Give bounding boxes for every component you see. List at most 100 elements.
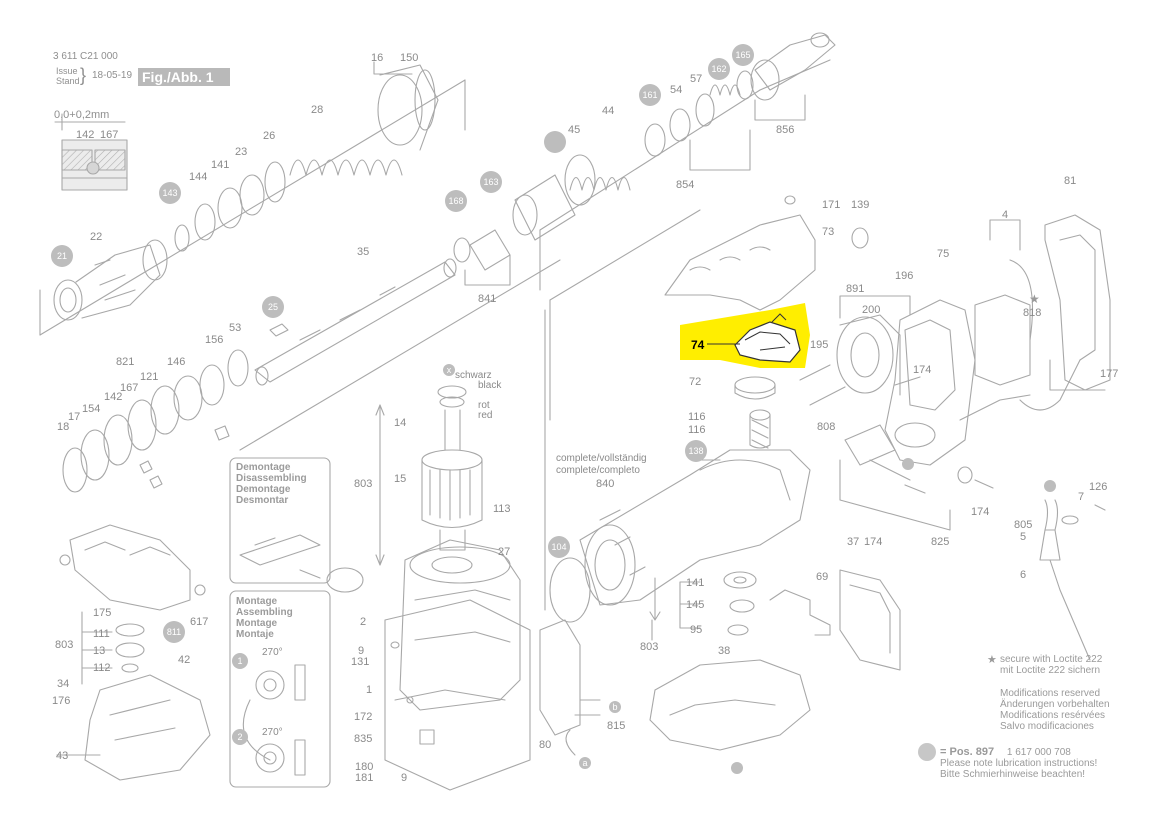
part-label-34: 34 [57, 678, 69, 690]
part-label-35: 35 [357, 246, 369, 258]
bearing-detail-drawing [54, 113, 128, 191]
part-label-81: 81 [1064, 175, 1076, 187]
part-label-113: 113 [493, 503, 511, 515]
dimension-note: 0,0+0,2mm [54, 109, 110, 121]
part-circle-811: 811 [167, 627, 181, 637]
part-label-174c: 174 [864, 536, 882, 548]
part-label-174b: 174 [971, 506, 989, 518]
lubrication-pos-label: = Pos. 897 [940, 746, 995, 758]
part-label-176: 176 [52, 695, 70, 707]
part-label-172: 172 [354, 711, 372, 723]
part-circle-104: 104 [551, 542, 566, 552]
part-label-44: 44 [602, 105, 614, 117]
brace-symbol: } [80, 65, 87, 85]
part-label-1: 1 [366, 684, 372, 696]
part-label-181: 181 [355, 772, 373, 784]
part-label-177: 177 [1100, 368, 1118, 380]
part-label-196: 196 [895, 270, 913, 282]
part-label-80: 80 [539, 739, 551, 751]
complete-note-line2: complete/completo [556, 465, 640, 476]
lubrication-note: = Pos. 897 1 617 000 708 Please note lub… [940, 746, 1098, 781]
part-label-150: 150 [400, 52, 418, 64]
part-label-891: 891 [846, 283, 864, 295]
loctite-note-star-icon: ★ [987, 653, 997, 666]
part-label-14: 14 [394, 417, 406, 429]
part-circle-21: 21 [57, 251, 67, 261]
stand-label: Stand [56, 76, 80, 86]
modifications-note: Modifications reserved Änderungen vorbeh… [1000, 688, 1110, 732]
part-label-126: 126 [1089, 481, 1107, 493]
part-label-803b: 803 [640, 641, 658, 653]
complete-note-line1: complete/vollständig [556, 453, 647, 464]
tool-holder-chuck-drawing [53, 239, 168, 321]
motor-housing-drawing [836, 295, 1031, 466]
part-label-175: 175 [93, 607, 111, 619]
part-label-9b: 9 [401, 772, 407, 784]
part-label-145: 145 [686, 599, 704, 611]
handle-drawing [1044, 214, 1111, 391]
part-label-803c: 803 [55, 639, 73, 651]
part-circle-138: 138 [688, 446, 703, 456]
wire-marker-b: b [612, 702, 617, 712]
part-label-167: 167 [100, 129, 118, 141]
part-label-139: 139 [851, 199, 869, 211]
wire-label-schwarz: schwarz [455, 370, 492, 381]
part-label-180: 180 [355, 761, 373, 773]
part-label-840: 840 [596, 478, 614, 490]
montage-step-1: 1 [237, 656, 242, 666]
part-label-121: 121 [140, 371, 158, 383]
part-label-174a: 174 [913, 364, 931, 376]
part-label-17: 17 [68, 411, 80, 423]
issue-date: 18-05-19 [92, 70, 133, 81]
montage-angle-2: 270° [262, 727, 283, 738]
part-circle-161: 161 [642, 90, 657, 100]
part-label-808: 808 [817, 421, 835, 433]
gear-housing-drawing [579, 449, 811, 606]
part-label-5: 5 [1020, 531, 1026, 543]
wire-marker-a: a [582, 758, 587, 768]
part-label-141: 141 [211, 159, 229, 171]
loctite-star-icon: ★ [1029, 292, 1040, 306]
part-label-23: 23 [235, 146, 247, 158]
part-label-69: 69 [816, 571, 828, 583]
part-circle-168: 168 [448, 196, 463, 206]
switch-drawing [974, 219, 1081, 411]
part-label-54: 54 [670, 84, 682, 96]
wire-label-rot: rot [478, 400, 490, 411]
part-label-45: 45 [568, 124, 580, 136]
part-label-74: 74 [691, 338, 705, 352]
part-label-805: 805 [1014, 519, 1032, 531]
part-label-38: 38 [718, 645, 730, 657]
part-label-95: 95 [690, 624, 702, 636]
motor-stator-drawing [384, 539, 531, 791]
gear-shaft-assembly-drawing [453, 32, 836, 271]
part-label-841: 841 [478, 293, 496, 305]
part-label-28: 28 [311, 104, 323, 116]
part-label-167b: 167 [120, 382, 138, 394]
part-74-highlight[interactable] [680, 303, 810, 368]
lubrication-line2: Please note lubrication instructions! [940, 758, 1098, 769]
part-label-111: 111 [93, 628, 110, 640]
part-label-15: 15 [394, 473, 406, 485]
part-label-815: 815 [607, 720, 625, 732]
part-label-26: 26 [263, 130, 275, 142]
part-label-18: 18 [57, 421, 69, 433]
spring-and-rings-drawing [174, 64, 439, 252]
part-label-825: 825 [931, 536, 949, 548]
part-label-854: 854 [676, 179, 694, 191]
part-label-116a: 116 [688, 411, 706, 423]
part-circle-163: 163 [483, 177, 498, 187]
part-label-57: 57 [690, 73, 702, 85]
montage-angle-1: 270° [262, 647, 283, 658]
part-circle-143: 143 [162, 188, 177, 198]
part-label-195: 195 [810, 339, 828, 351]
part-label-116b: 116 [688, 424, 706, 436]
gear-and-bearing-drawing [734, 376, 776, 449]
part-label-73: 73 [822, 226, 834, 238]
part-label-43: 43 [56, 750, 68, 762]
bottom-cover-drawing [649, 659, 811, 751]
wire-label-red: red [478, 410, 492, 421]
loctite-note: secure with Loctite 222 mit Loctite 222 … [1000, 654, 1103, 676]
part-label-144: 144 [189, 171, 207, 183]
